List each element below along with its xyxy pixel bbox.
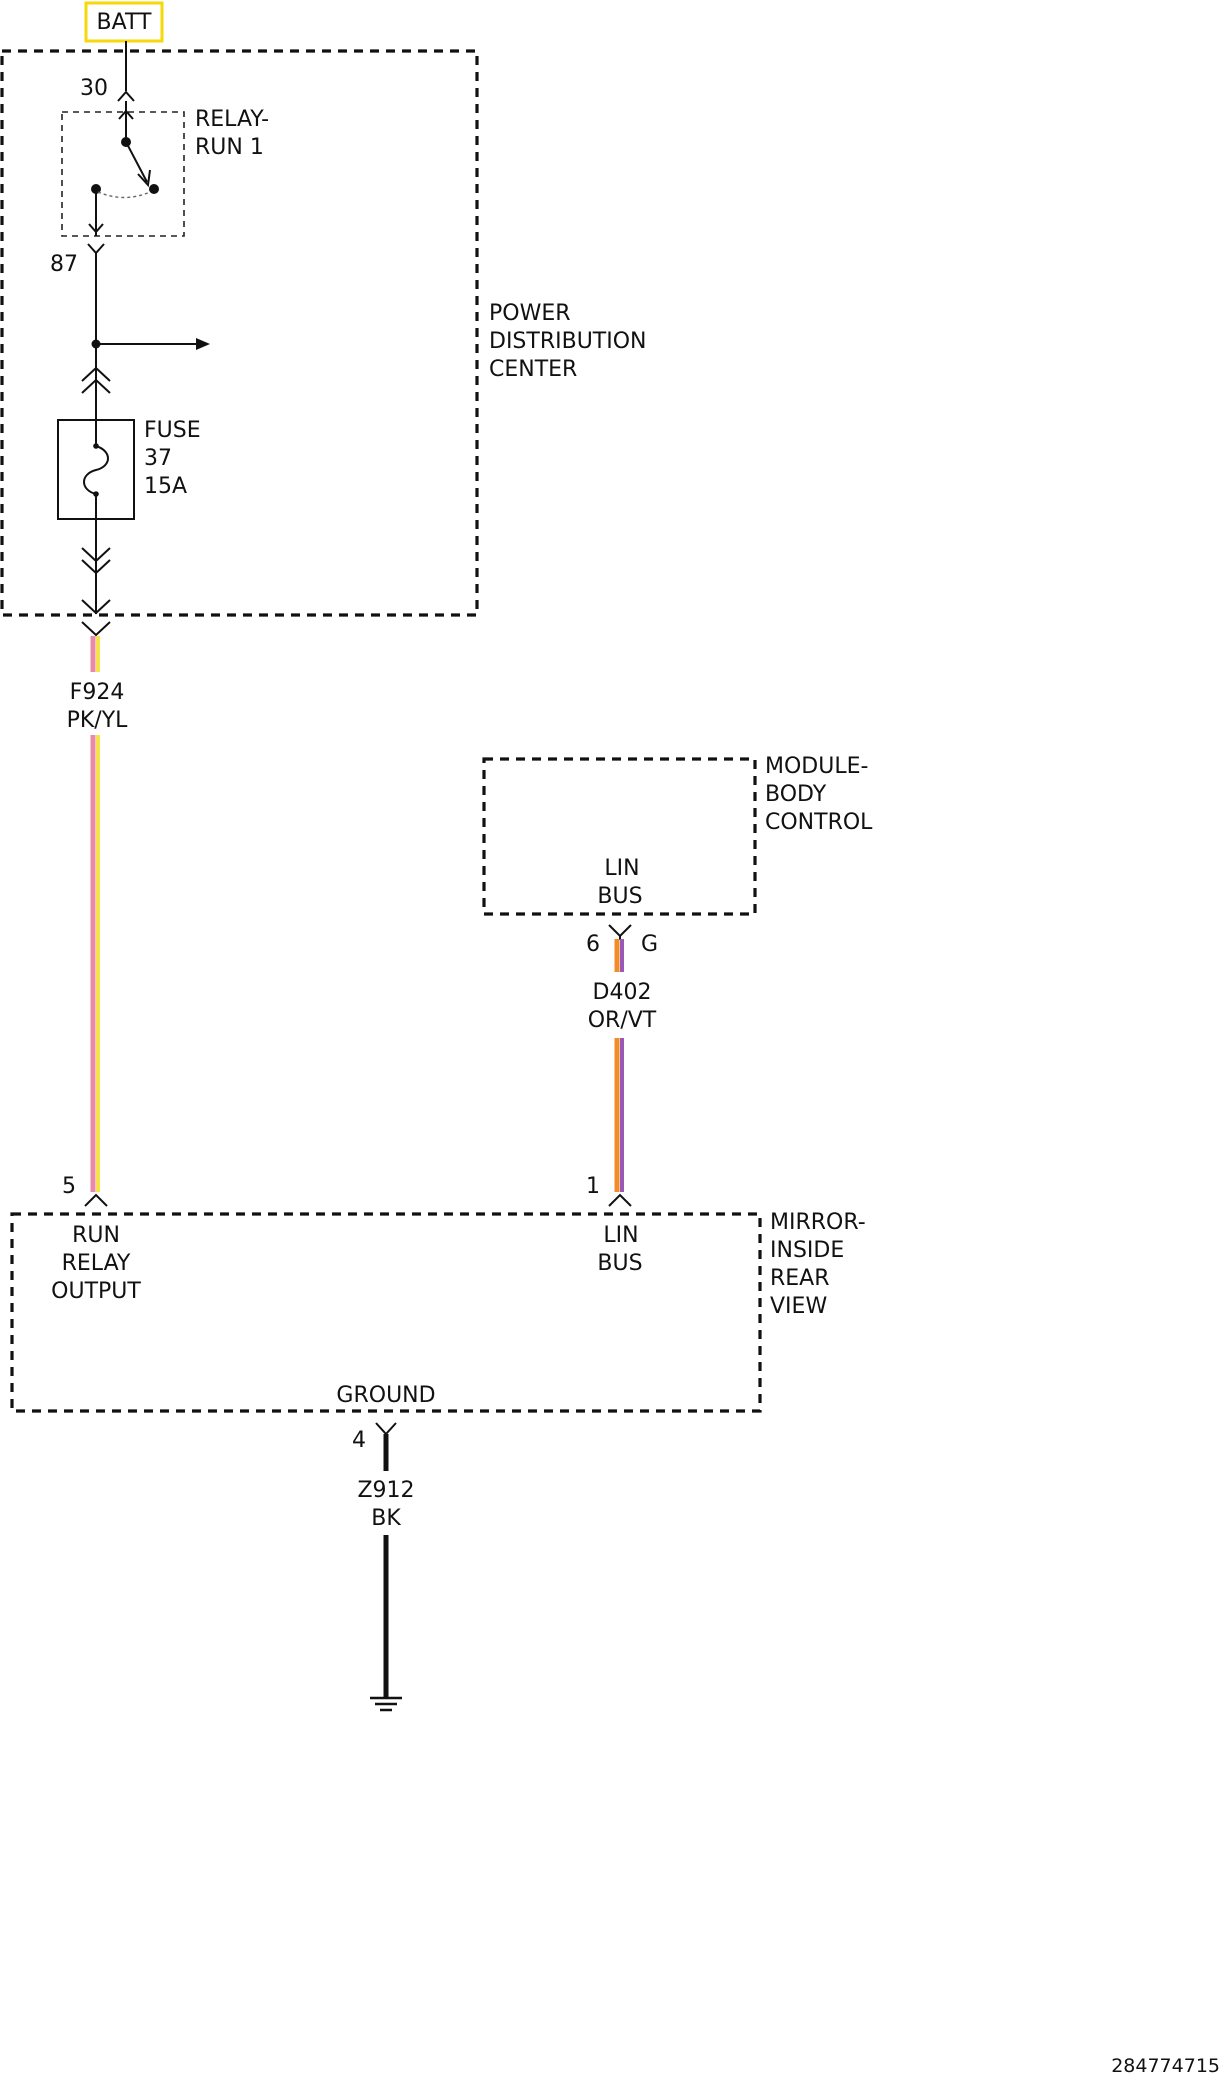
wire-z912-circuit: Z912 bbox=[357, 1478, 414, 1503]
mirror-title-line1: MIRROR- bbox=[770, 1210, 866, 1235]
mirror-title-line2: INSIDE bbox=[770, 1238, 844, 1263]
fuse-input-connector-1 bbox=[81, 366, 111, 382]
relay-pin-87: 87 bbox=[50, 252, 78, 277]
pdc-title-line2: DISTRIBUTION bbox=[489, 329, 647, 354]
mirror-pin-5-number: 5 bbox=[62, 1174, 76, 1199]
fuse-output-chevron-1 bbox=[81, 547, 111, 563]
mirror-pin-1-number: 1 bbox=[586, 1174, 600, 1199]
pdc-output-chevron-2 bbox=[81, 621, 111, 637]
bcm-connector-id: G bbox=[641, 932, 658, 957]
fuse-title-line3: 15A bbox=[144, 474, 187, 499]
pdc-branch-arrow bbox=[196, 338, 210, 350]
fuse-title-line2: 37 bbox=[144, 446, 172, 471]
mirror-pin-4-number: 4 bbox=[352, 1428, 366, 1453]
mirror-pin-5-label-line3: OUTPUT bbox=[51, 1279, 141, 1304]
document-id: 284774715 bbox=[1111, 2055, 1220, 2077]
bcm-title-line3: CONTROL bbox=[765, 810, 873, 835]
relay-contact-moving bbox=[149, 184, 159, 194]
batt-label: BATT bbox=[97, 10, 152, 35]
mirror-pin-5-label-line2: RELAY bbox=[62, 1251, 131, 1276]
wire-f924 bbox=[90, 636, 100, 1192]
fuse-element bbox=[83, 445, 109, 495]
fuse-output-chevron-2 bbox=[81, 559, 111, 575]
mirror-pin-4-connector bbox=[375, 1422, 397, 1436]
mirror-pin-5-label-line1: RUN bbox=[72, 1223, 120, 1248]
bcm-pin-label-line2: BUS bbox=[597, 884, 642, 909]
relay-switch-arm-head bbox=[137, 169, 151, 188]
relay-internal-arrow-down bbox=[88, 223, 104, 234]
wire-f924-color-code: PK/YL bbox=[67, 708, 129, 733]
fuse-input-connector-2 bbox=[81, 378, 111, 394]
pin-87-connector bbox=[87, 243, 105, 255]
bcm-pin-number: 6 bbox=[586, 932, 600, 957]
wire-d402 bbox=[614, 939, 624, 1192]
power-distribution-center-box bbox=[0, 49, 479, 617]
pdc-output-chevron-1 bbox=[81, 599, 111, 615]
bcm-pin-6-connector bbox=[608, 924, 632, 938]
relay-pin-30: 30 bbox=[80, 76, 108, 101]
bcm-title-line2: BODY bbox=[765, 782, 827, 807]
relay-title-line1: RELAY- bbox=[195, 107, 269, 132]
batt-source-box bbox=[84, 1, 164, 43]
relay-switch-arm bbox=[125, 141, 148, 183]
fuse-title-line1: FUSE bbox=[144, 418, 201, 443]
pdc-title-line1: POWER bbox=[489, 301, 571, 326]
bcm-title-line1: MODULE- bbox=[765, 754, 868, 779]
pin-30-connector bbox=[117, 90, 135, 102]
mirror-pin-1-label-line1: LIN bbox=[603, 1223, 638, 1248]
mirror-title-line4: VIEW bbox=[770, 1294, 827, 1319]
wire-d402-circuit: D402 bbox=[593, 980, 652, 1005]
ground-symbol-icon bbox=[370, 1696, 402, 1712]
relay-coil-link bbox=[97, 191, 151, 199]
mirror-ground-label: GROUND bbox=[336, 1383, 435, 1408]
wire-d402-color-code: OR/VT bbox=[588, 1008, 657, 1033]
relay-title-line2: RUN 1 bbox=[195, 135, 264, 160]
relay-run-1-box bbox=[61, 111, 185, 237]
pdc-title-line3: CENTER bbox=[489, 357, 577, 382]
wire-f924-circuit: F924 bbox=[70, 680, 125, 705]
bcm-pin-label-line1: LIN bbox=[604, 856, 639, 881]
mirror-title-line3: REAR bbox=[770, 1266, 830, 1291]
mirror-pin-1-connector bbox=[608, 1193, 632, 1207]
mirror-pin-1-label-line2: BUS bbox=[597, 1251, 642, 1276]
mirror-inside-rear-view-box bbox=[10, 1212, 762, 1413]
relay-internal-arrow-up bbox=[118, 109, 134, 120]
body-control-module-box bbox=[482, 757, 757, 916]
mirror-pin-5-connector bbox=[84, 1193, 108, 1207]
wire-z912-color-code: BK bbox=[371, 1506, 401, 1531]
